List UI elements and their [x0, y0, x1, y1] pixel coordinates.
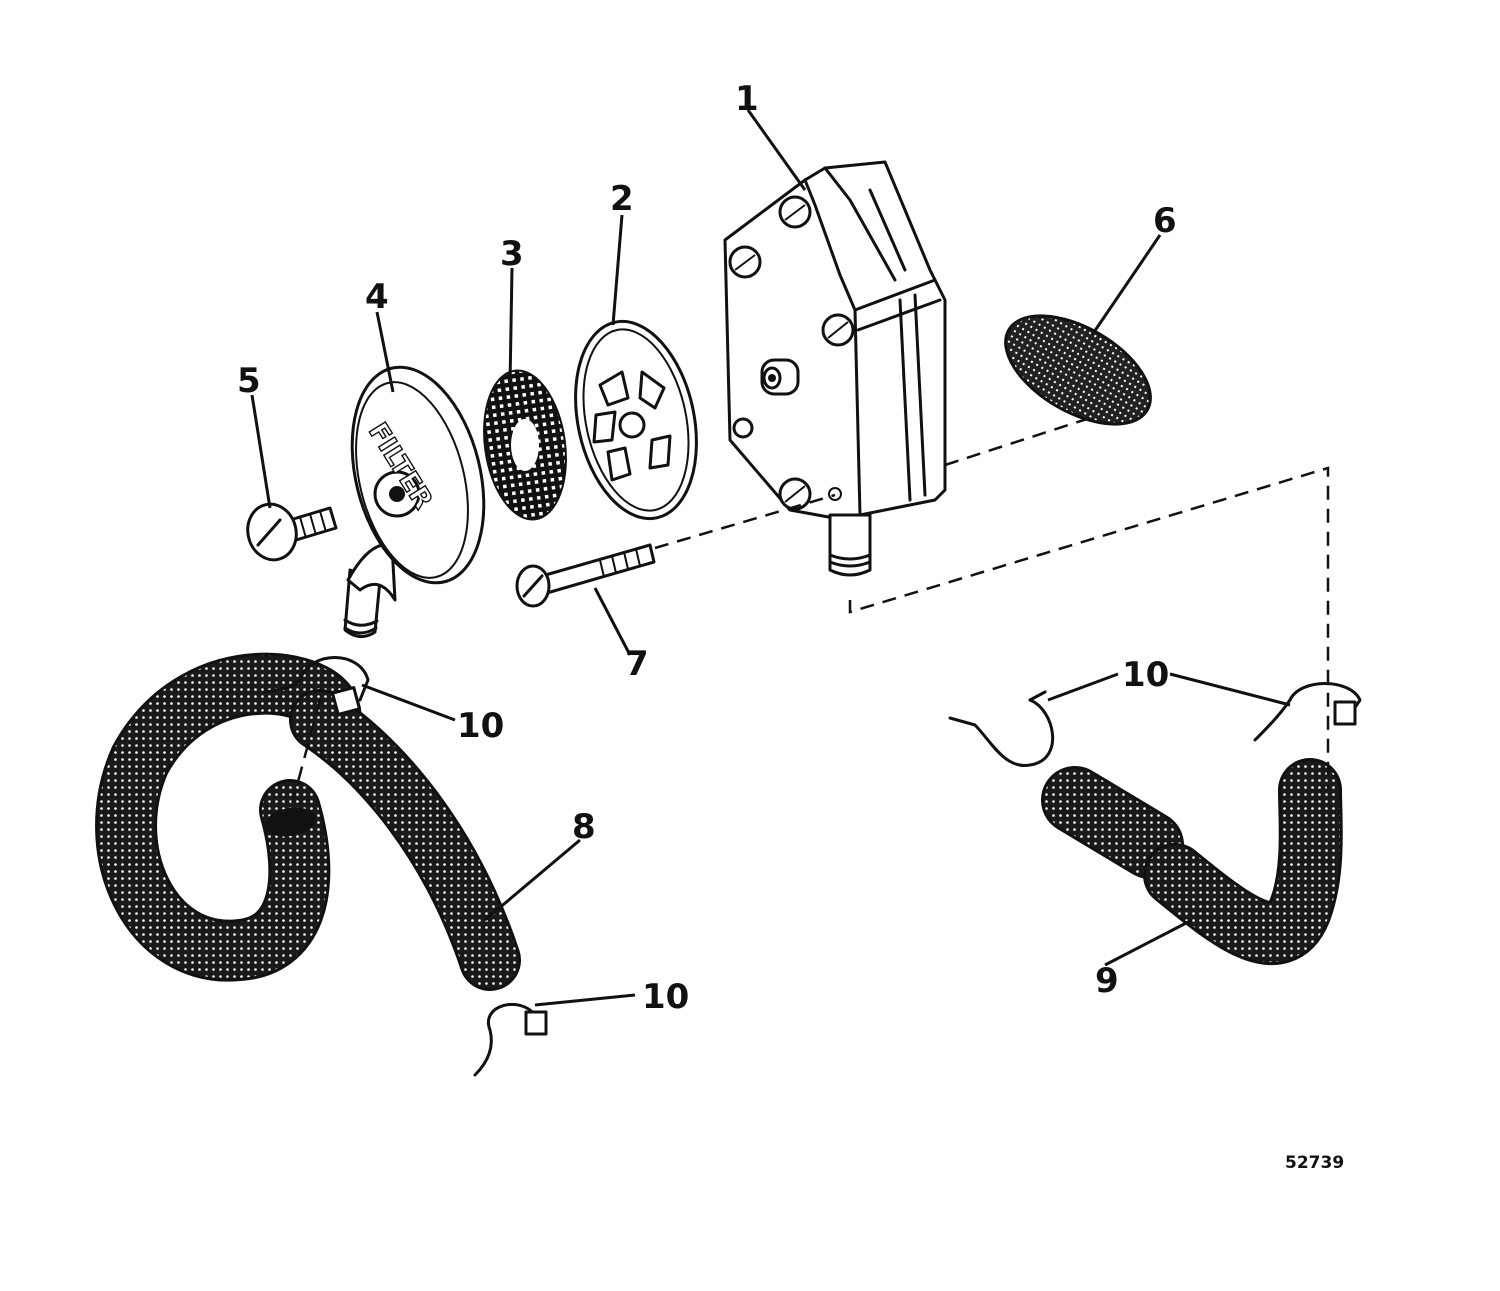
callout-7: 7: [625, 644, 649, 684]
hose-clamp-middle: [948, 690, 1055, 767]
thumb-screw-part: [246, 502, 338, 562]
filter-gasket-part: [574, 319, 698, 521]
callout-8: 8: [572, 807, 596, 847]
callout-10-left: 10: [457, 706, 504, 746]
figure-number: 52739: [1285, 1153, 1344, 1173]
leader-lines: [250, 109, 1291, 1007]
long-screw-part: [515, 543, 656, 608]
callout-9: 9: [1095, 961, 1119, 1001]
callout-10-lower: 10: [642, 977, 689, 1017]
filter-cover-part: FILTER: [343, 365, 486, 638]
hose-clamp-lower: [473, 1002, 548, 1077]
hose-clamp-upper-right: [1253, 682, 1362, 742]
callout-3: 3: [500, 234, 524, 274]
callout-5: 5: [237, 361, 261, 401]
fuel-hose-long-part: [95, 652, 521, 991]
callout-1: 1: [735, 79, 759, 119]
callout-2: 2: [610, 179, 634, 219]
callouts: 1 2 3 4 5 6 7 8 9 10 10 10: [237, 79, 1177, 1017]
fuel-pump-body: [723, 160, 947, 577]
fuel-hose-short-part: [1041, 758, 1343, 965]
callout-4: 4: [365, 277, 389, 317]
filter-screen-part: [483, 369, 567, 521]
callout-6: 6: [1153, 201, 1177, 241]
assembly-lines: [283, 416, 1330, 831]
hose-clamp-upper-left: [263, 656, 370, 716]
pump-gasket-part: [1004, 314, 1152, 426]
callout-10-right: 10: [1122, 655, 1169, 695]
